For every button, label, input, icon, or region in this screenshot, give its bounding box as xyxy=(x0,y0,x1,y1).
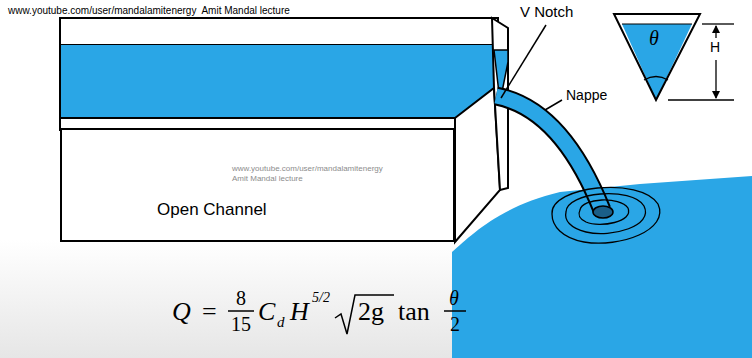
formula-subscript: d xyxy=(277,314,285,331)
formula-number: 15 xyxy=(231,313,251,335)
dimension: H xyxy=(710,40,720,55)
channel-front-face: Open Channel xyxy=(60,128,455,242)
nappe-jet xyxy=(496,96,602,210)
watermark: www.youtube.com/user/mandalamitenergy xyxy=(232,165,383,174)
formula-number: 2 xyxy=(450,313,460,335)
fraction-bar xyxy=(228,310,254,312)
ripple xyxy=(566,194,646,234)
ripple xyxy=(593,206,613,218)
angle-arc xyxy=(644,77,668,81)
formula-symbol: H xyxy=(290,298,309,327)
part-name: V Notch xyxy=(520,4,573,21)
formula-symbol: C xyxy=(258,298,275,327)
ripple xyxy=(579,200,629,224)
inset-water xyxy=(622,24,692,100)
nappe-outline xyxy=(496,96,602,210)
ripple xyxy=(552,187,660,243)
watermark: www.youtube.com/user/mandalamitenergy Am… xyxy=(8,5,290,16)
formula-number: 8 xyxy=(236,287,246,309)
formula-function: tan xyxy=(398,298,430,327)
node-title: Open Channel xyxy=(157,200,267,220)
formula-symbol: Q xyxy=(172,298,191,327)
end-face xyxy=(455,88,500,242)
formula-symbol: = xyxy=(202,298,217,327)
part-name: Nappe xyxy=(566,88,607,103)
channel-water xyxy=(60,45,494,118)
angle-symbol: θ xyxy=(649,27,659,49)
formula-symbol: θ xyxy=(449,287,459,309)
leader-line xyxy=(545,100,562,110)
leader-line xyxy=(501,25,546,98)
far-wall xyxy=(60,18,498,45)
inset-notch xyxy=(614,14,700,100)
formula-exponent: 5/2 xyxy=(312,290,330,305)
formula-symbol: 2g xyxy=(358,298,384,327)
fraction-bar xyxy=(444,310,466,312)
watermark: Amit Mandal lecture xyxy=(232,175,303,184)
root-sign xyxy=(335,295,394,334)
